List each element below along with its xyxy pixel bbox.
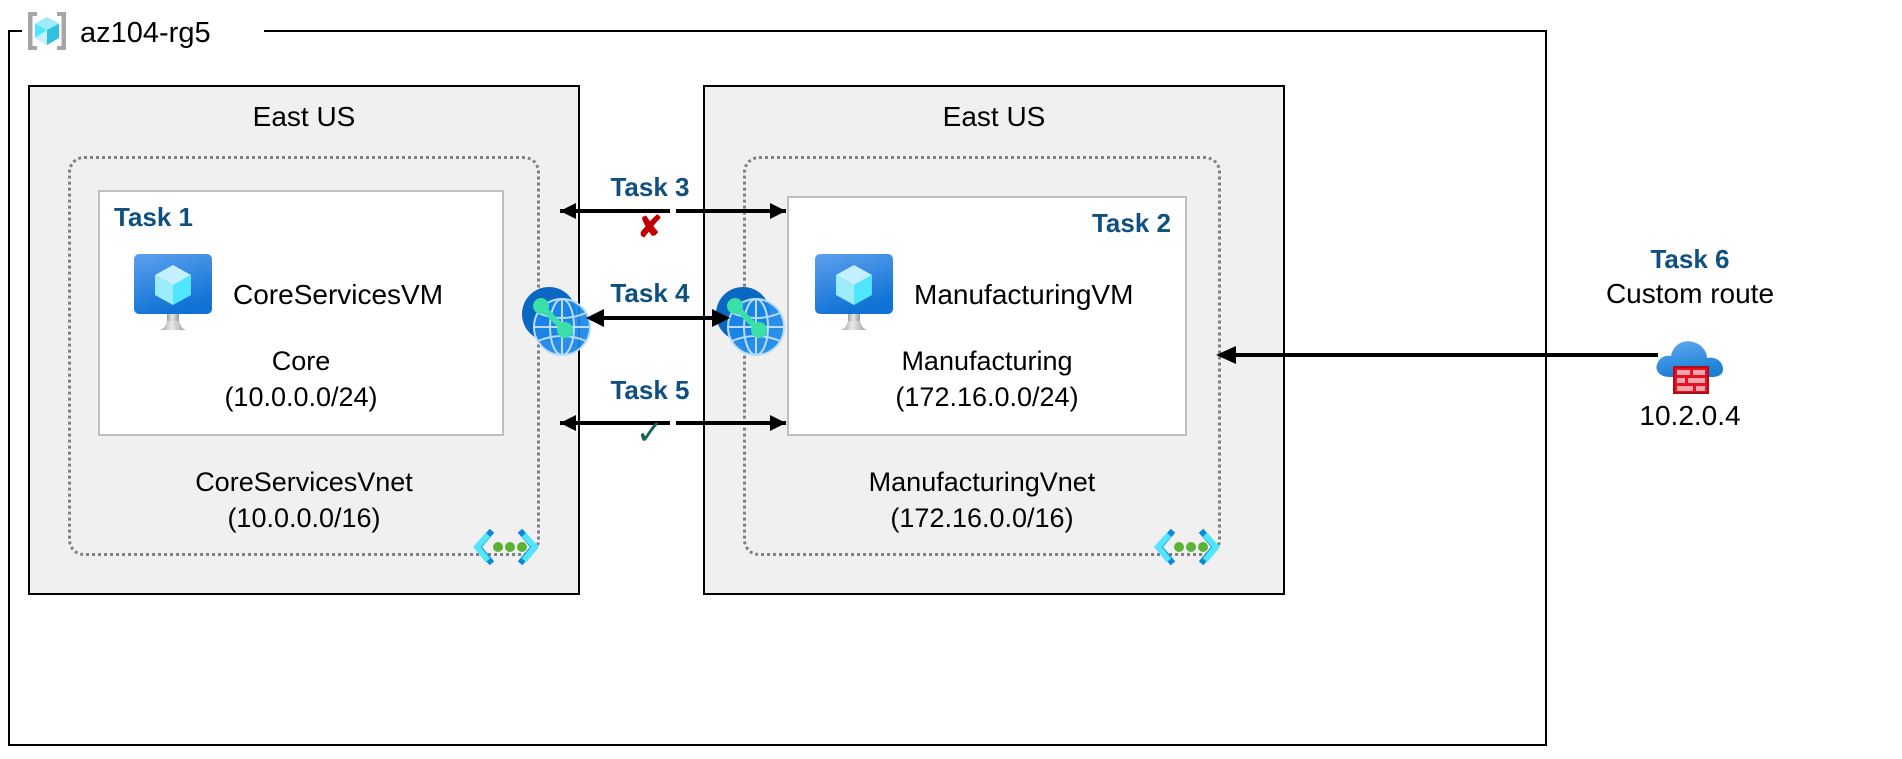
virtual-machine-icon <box>131 252 215 337</box>
connection-label-task3: Task 3 <box>610 172 690 202</box>
subnet-name-manufacturing: Manufacturing <box>901 346 1073 376</box>
resource-group-label: az104-rg5 <box>24 8 211 58</box>
vnet-box-core: CoreServicesVnet (10.0.0.0/16) <box>68 156 540 566</box>
connector-task4 <box>586 309 730 327</box>
connection-label-task5: Task 5 <box>610 375 690 405</box>
custom-route-title: Custom route <box>1605 277 1775 309</box>
custom-route-ip: 10.2.0.4 <box>1639 400 1741 431</box>
vnet-icon <box>471 527 541 567</box>
vnet-cidr-manufacturing: (172.16.0.0/16) <box>890 502 1074 533</box>
vnet-peering-icon <box>710 281 788 364</box>
subnet-caption-core: Core (10.0.0.0/24) <box>100 344 502 415</box>
vm-name-manufacturing: ManufacturingVM <box>914 278 1134 310</box>
vnet-box-manufacturing: ManufacturingVnet (172.16.0.0/16) <box>743 156 1221 566</box>
task-label-6: Task 6 <box>1650 244 1730 274</box>
connection-label-task4: Task 4 <box>610 278 690 308</box>
subnet-cidr-manufacturing: (172.16.0.0/24) <box>895 381 1079 412</box>
azure-resource-group-icon <box>24 8 70 59</box>
virtual-machine-icon <box>812 252 896 337</box>
vm-core-services: CoreServicesVM <box>131 252 443 337</box>
task-label-2: Task 2 <box>1091 208 1171 238</box>
subnet-box-manufacturing: Task 2 Manufacturing (172.16.0.0/24) <box>787 196 1187 436</box>
vnet-peering-icon <box>516 281 594 364</box>
connector-task5 <box>560 415 786 431</box>
resource-group-name: az104-rg5 <box>80 16 211 49</box>
subnet-cidr-core: (10.0.0.0/24) <box>224 381 378 412</box>
vnet-caption-core: CoreServicesVnet (10.0.0.0/16) <box>71 465 537 536</box>
region-label-left: East US <box>252 101 356 132</box>
vm-name-core: CoreServicesVM <box>233 278 444 310</box>
custom-route-labels: Task 6 Custom route <box>1570 243 1810 311</box>
vnet-name-core: CoreServicesVnet <box>195 467 413 497</box>
task-label-1: Task 1 <box>114 202 194 232</box>
vm-manufacturing: ManufacturingVM <box>812 252 1133 337</box>
connector-custom-route <box>1216 346 1658 364</box>
connection-mark-task5-allowed: ✓ <box>635 414 665 452</box>
vnet-caption-manufacturing: ManufacturingVnet (172.16.0.0/16) <box>746 465 1218 536</box>
connection-mark-task3-blocked: ✘ <box>637 211 663 244</box>
region-label-right: East US <box>942 101 1046 132</box>
vnet-icon <box>1152 527 1222 567</box>
resource-group-frame <box>8 30 1547 746</box>
vnet-cidr-core: (10.0.0.0/16) <box>227 502 381 533</box>
vnet-name-manufacturing: ManufacturingVnet <box>868 467 1096 497</box>
connector-task3 <box>560 203 786 219</box>
subnet-name-core: Core <box>271 346 331 376</box>
firewall-cloud-icon <box>1650 325 1730 404</box>
subnet-caption-manufacturing: Manufacturing (172.16.0.0/24) <box>789 344 1185 415</box>
